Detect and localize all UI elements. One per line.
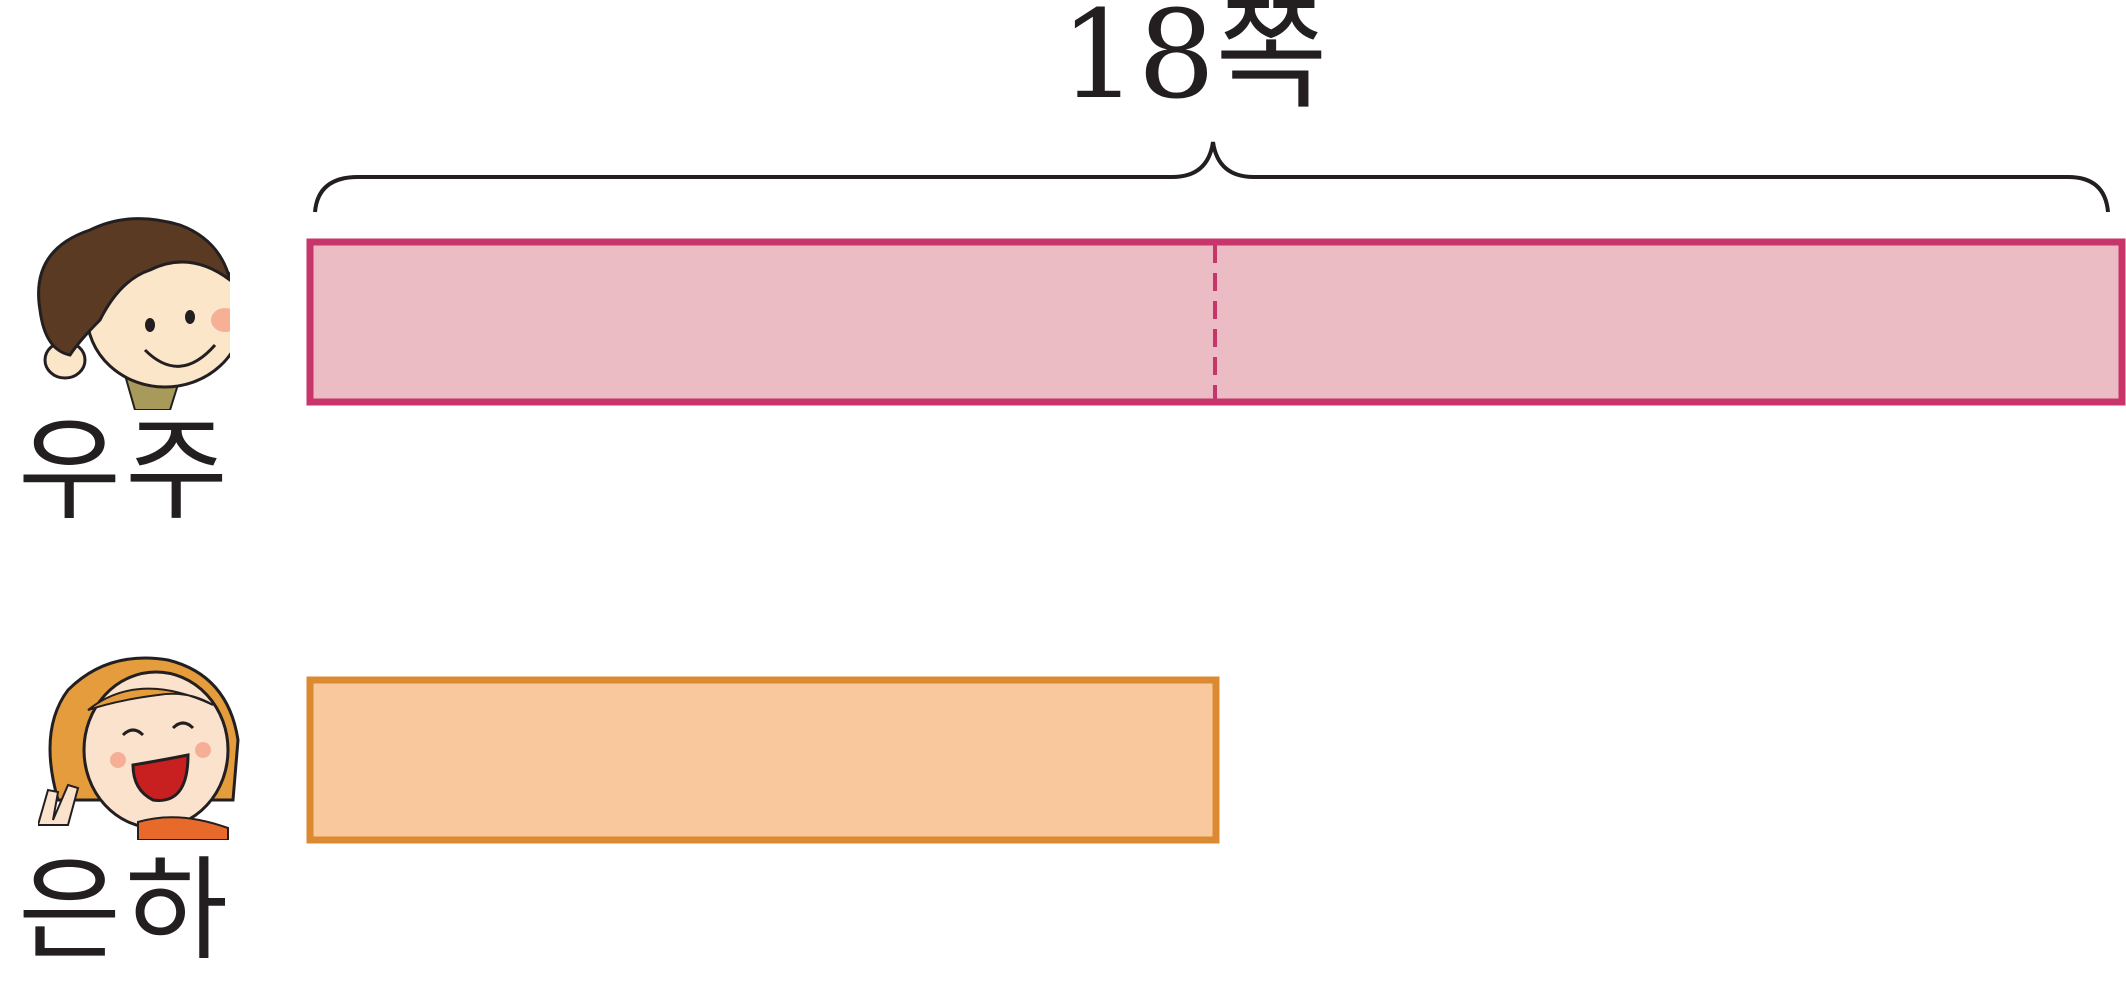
eunha-bar [306,676,1220,844]
boy-avatar-icon [37,217,230,410]
girl-avatar-icon [38,656,240,840]
woozoo-bar [306,238,2126,406]
woozoo-name-label: 우주 [18,406,233,536]
total-pages-label: 18쪽 [1060,0,1328,126]
eunha-name-label: 은하 [18,846,233,976]
total-brace [313,141,2110,213]
